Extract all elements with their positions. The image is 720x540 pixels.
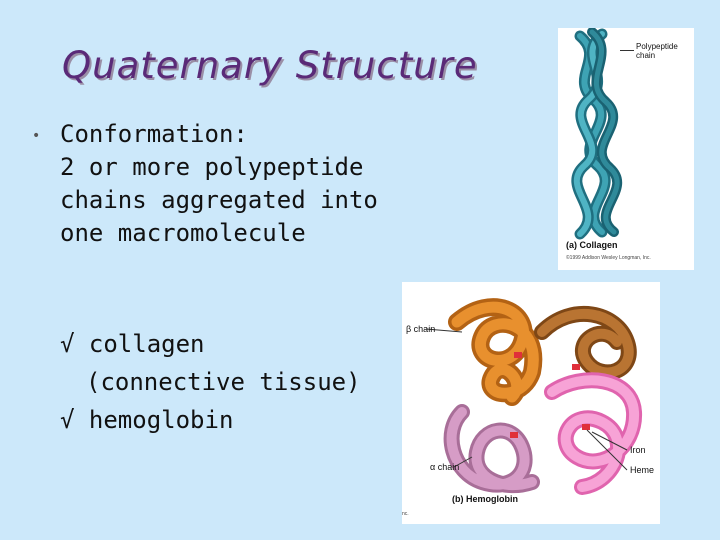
bullet-line: Conformation: (60, 120, 248, 148)
check-item-collagen: √ collagen (60, 330, 205, 358)
beta-chain-label: β chain (406, 324, 436, 334)
slide-title: Quaternary Structure (62, 44, 478, 87)
collagen-helix-illustration (571, 28, 623, 240)
collagen-caption: (a) Collagen (566, 240, 618, 250)
bullet-text: Conformation: 2 or more polypeptide chai… (60, 118, 378, 250)
hemoglobin-figure: β chain α chain Iron Heme (b) Hemoglobin… (402, 282, 660, 524)
hemoglobin-copyright: nc. (402, 511, 409, 517)
collagen-figure: Polypeptide chain (a) Collagen ©1999 Add… (558, 28, 694, 270)
polypeptide-leader-line (620, 50, 634, 51)
check-item-hemoglobin: √ hemoglobin (60, 406, 234, 434)
check-item-collagen-detail: (connective tissue) (86, 368, 361, 396)
hemoglobin-caption: (b) Hemoglobin (452, 494, 518, 504)
bullet-line: chains aggregated into (60, 186, 378, 214)
polypeptide-chain-label: Polypeptide chain (636, 42, 678, 60)
heme-label: Heme (630, 465, 655, 475)
bullet-icon: • (32, 128, 41, 144)
hemoglobin-illustration (425, 298, 643, 495)
iron-label: Iron (630, 445, 646, 455)
collagen-copyright: ©1999 Addison Wesley Longman, Inc. (566, 255, 651, 261)
check-list: √ collagen (connective tissue) √ hemoglo… (60, 325, 361, 439)
bullet-line: 2 or more polypeptide (60, 153, 364, 181)
alpha-chain-label: α chain (430, 462, 460, 472)
bullet-line: one macromolecule (60, 219, 306, 247)
